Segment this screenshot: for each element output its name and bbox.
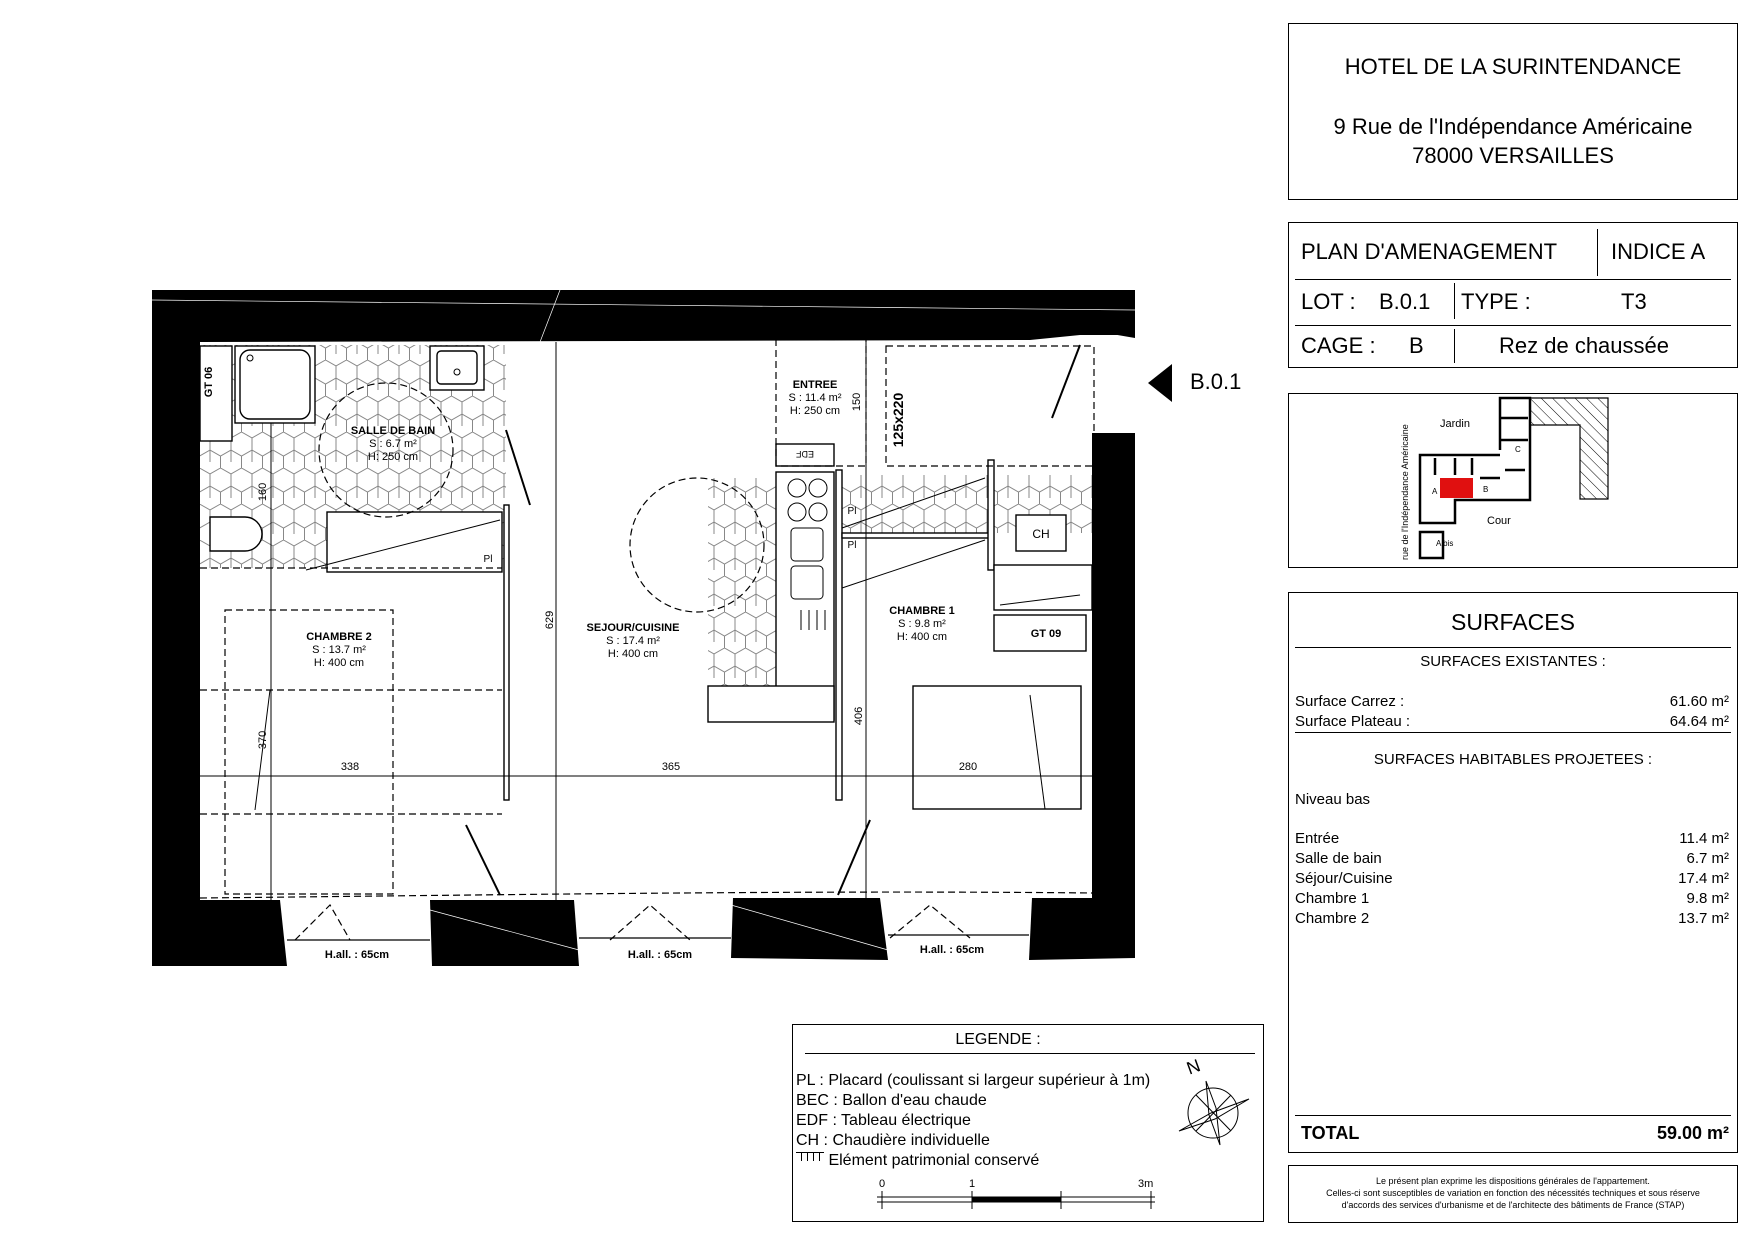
level-label: Niveau bas bbox=[1295, 791, 1371, 808]
patrimonial-element-icon bbox=[796, 1152, 824, 1161]
room-surface: S : 6.7 m² bbox=[369, 438, 417, 450]
dimension: 338 bbox=[341, 761, 359, 773]
disclaimer: Le présent plan exprime les dispositions… bbox=[1288, 1165, 1738, 1223]
surfaces-title: SURFACES bbox=[1451, 609, 1575, 635]
existing-title: SURFACES EXISTANTES : bbox=[1420, 653, 1606, 670]
lot-label: LOT : bbox=[1301, 289, 1356, 314]
toilet bbox=[209, 516, 263, 552]
dimension: 406 bbox=[853, 707, 865, 725]
room-surface: S : 11.4 m² bbox=[789, 392, 842, 404]
bed bbox=[912, 685, 1082, 810]
gt09-label: GT 09 bbox=[1031, 628, 1062, 640]
lot-location-highlight bbox=[1439, 477, 1473, 498]
room-name-salle-de-bain: SALLE DE BAIN bbox=[351, 425, 435, 437]
room-surface: S : 13.7 m² bbox=[312, 644, 366, 656]
room-name-sejour: SEJOUR/CUISINE bbox=[587, 622, 680, 634]
address-line1: 9 Rue de l'Indépendance Américaine bbox=[1333, 114, 1693, 139]
room-name-entree: ENTREE bbox=[793, 379, 838, 391]
legend-item: PL : Placard (coulissant si largeur supé… bbox=[796, 1072, 1151, 1089]
lot-value: B.0.1 bbox=[1379, 289, 1431, 314]
pl-label: Pl bbox=[484, 554, 493, 565]
location-map: rue de l'Indépendance Américaine Jardin … bbox=[1288, 393, 1738, 568]
address-line2: 78000 VERSAILLES bbox=[1412, 143, 1614, 168]
window-height: H.all. : 65cm bbox=[920, 944, 984, 956]
street-label: rue de l'Indépendance Américaine bbox=[1400, 424, 1410, 560]
room-surface: S : 9.8 m² bbox=[898, 618, 946, 630]
garden-label: Jardin bbox=[1440, 418, 1470, 430]
svg-text:A: A bbox=[1432, 487, 1438, 496]
dimension: 150 bbox=[851, 393, 863, 411]
lot-marker: B.0.1 bbox=[1190, 369, 1242, 394]
projected-title: SURFACES HABITABLES PROJETEES : bbox=[1373, 751, 1653, 768]
dimension: 629 bbox=[544, 611, 556, 629]
svg-text:A bis: A bis bbox=[1436, 539, 1453, 548]
dimension: 365 bbox=[662, 761, 680, 773]
turning-circle bbox=[629, 477, 765, 613]
svg-text:1: 1 bbox=[969, 1178, 975, 1190]
level: Rez de chaussée bbox=[1499, 333, 1669, 358]
room-name-chambre-2: CHAMBRE 2 bbox=[306, 631, 371, 643]
building-name: HOTEL DE LA SURINTENDANCE bbox=[1344, 54, 1682, 79]
legend: LEGENDE : PL : Placard (coulissant si la… bbox=[792, 1024, 1264, 1222]
plan-title: PLAN D'AMENAGEMENT bbox=[1301, 239, 1558, 264]
room-height: H: 400 cm bbox=[897, 631, 947, 643]
kitchen-tiles bbox=[708, 478, 776, 686]
indice: INDICE A bbox=[1611, 239, 1706, 264]
courtyard-label: Cour bbox=[1487, 515, 1511, 527]
svg-text:N: N bbox=[1184, 1055, 1203, 1078]
svg-text:0: 0 bbox=[879, 1178, 885, 1190]
ch-boiler bbox=[1015, 514, 1067, 552]
svg-text:B: B bbox=[1483, 485, 1488, 494]
type-label: TYPE : bbox=[1461, 289, 1531, 314]
ch-label: CH bbox=[1032, 527, 1049, 541]
svg-text:3m: 3m bbox=[1138, 1178, 1153, 1190]
legend-item-patrimonial: Elément patrimonial conservé bbox=[796, 1152, 1039, 1170]
legend-title: LEGENDE : bbox=[955, 1031, 1041, 1048]
legend-item: BEC : Ballon d'eau chaude bbox=[796, 1092, 987, 1109]
cage-value: B bbox=[1409, 333, 1424, 358]
entrance-arrow-icon bbox=[1148, 364, 1172, 402]
legend-item: EDF : Tableau électrique bbox=[796, 1112, 971, 1129]
dimension: 370 bbox=[257, 731, 269, 749]
turning-circle bbox=[318, 382, 454, 518]
cage-label: CAGE : bbox=[1301, 333, 1376, 358]
svg-text:C: C bbox=[1515, 445, 1521, 454]
title-block: HOTEL DE LA SURINTENDANCE 9 Rue de l'Ind… bbox=[1288, 23, 1738, 200]
exterior-walls bbox=[152, 290, 1135, 966]
floor-plan: SALLE DE BAIN S : 6.7 m² H: 250 cm CHAMB… bbox=[151, 289, 1136, 966]
pl-label: Pl bbox=[848, 540, 857, 551]
kitchen-counter bbox=[775, 471, 835, 721]
plan-info: PLAN D'AMENAGEMENT INDICE A LOT : B.0.1 … bbox=[1288, 222, 1738, 368]
scale-bar: 0 1 3m bbox=[877, 1178, 1155, 1209]
room-height: H: 400 cm bbox=[608, 648, 658, 660]
room-height: H: 250 cm bbox=[368, 451, 418, 463]
pl-label: Pl bbox=[848, 506, 857, 517]
north-arrow-icon: N bbox=[1178, 1055, 1250, 1146]
room-name-chambre-1: CHAMBRE 1 bbox=[889, 605, 954, 617]
hatched-building bbox=[1528, 396, 1609, 500]
surfaces-table: SURFACES SURFACES EXISTANTES : Surface C… bbox=[1288, 592, 1738, 1153]
type-value: T3 bbox=[1621, 289, 1647, 314]
dimension: 160 bbox=[257, 483, 269, 501]
surface-row: Surface Carrez :61.60 m² bbox=[1295, 693, 1729, 710]
window-height: H.all. : 65cm bbox=[628, 949, 692, 961]
room-height: H: 400 cm bbox=[314, 657, 364, 669]
edf-label: EDF bbox=[795, 449, 814, 459]
room-height: H: 250 cm bbox=[790, 405, 840, 417]
room-surface: S : 17.4 m² bbox=[606, 635, 660, 647]
surface-row: Surface Plateau :64.64 m² bbox=[1295, 713, 1729, 730]
gt06-label: GT 06 bbox=[203, 367, 215, 398]
dimension: 280 bbox=[959, 761, 977, 773]
window-height: H.all. : 65cm bbox=[325, 949, 389, 961]
legend-item: CH : Chaudière individuelle bbox=[796, 1132, 990, 1149]
door-size: 125x220 bbox=[890, 393, 906, 448]
